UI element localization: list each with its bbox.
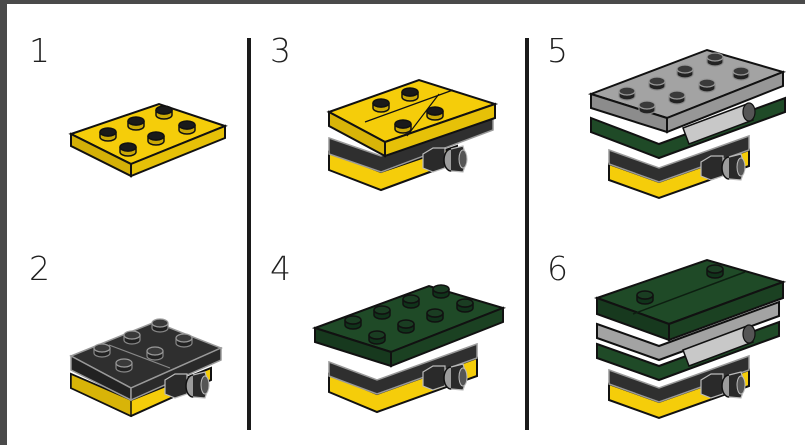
step-6-brick: [597, 260, 783, 418]
instructions-sheet: 1 2 3 4 5 6: [7, 4, 805, 445]
step-3-brick: [329, 80, 495, 190]
build-steps-illustration: [7, 4, 805, 445]
step-5-brick: [591, 50, 785, 198]
step-1-brick: [71, 104, 225, 176]
step-2-brick: [71, 319, 221, 416]
step-4-brick: [315, 285, 503, 412]
